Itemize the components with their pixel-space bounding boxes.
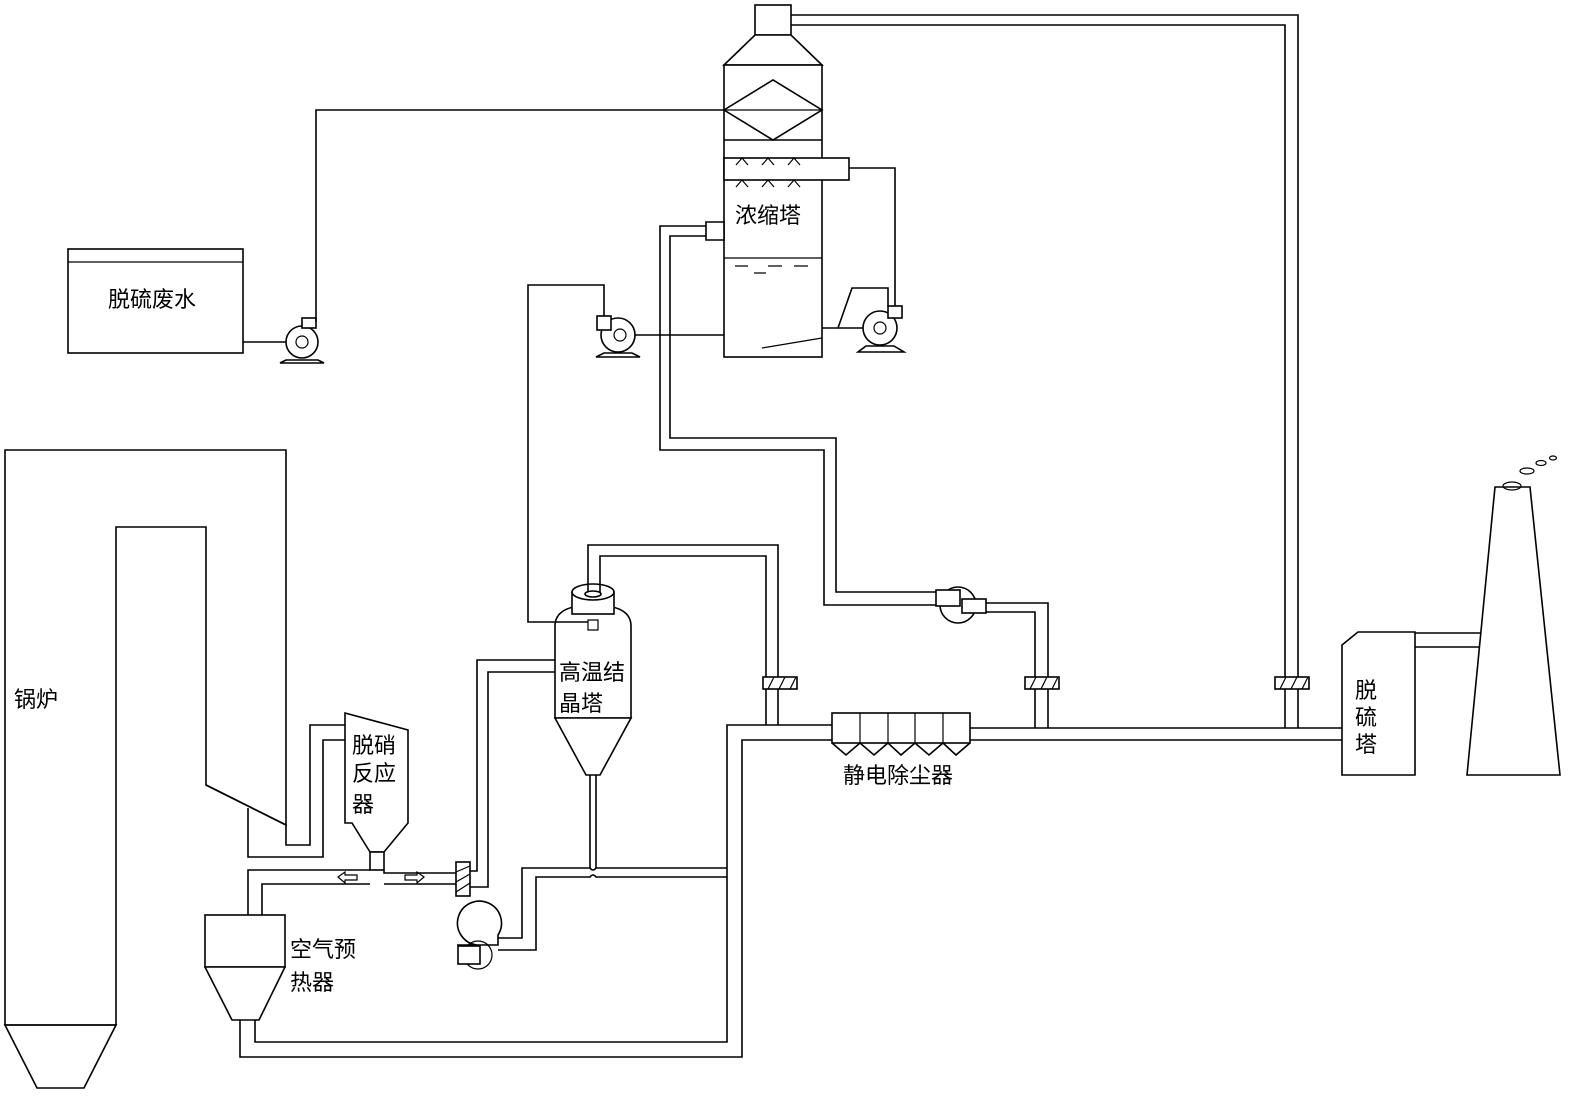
crystallizer-gas-inlet-inner — [470, 671, 555, 888]
booster-branch — [1034, 689, 1049, 728]
spray-nozzle-icon — [587, 619, 599, 631]
desulf-inlet — [1322, 727, 1342, 741]
denitration-label-1: 脱硝 — [352, 734, 396, 759]
reactor-outlet-duct — [247, 869, 456, 915]
tower-exhaust-outer — [791, 14, 1299, 677]
esp-inlet-branch — [765, 689, 779, 725]
chimney-stack — [1466, 455, 1561, 776]
crystallizer-gas-inlet-outer — [470, 659, 555, 872]
desulf-to-stack — [1415, 632, 1480, 648]
desulfurization-tower: 脱 硫 塔 — [1341, 631, 1416, 776]
crystallizer-top-outlet-outer — [587, 544, 779, 677]
tower-exhaust-inner — [791, 24, 1286, 677]
crystallizer-label-2: 晶塔 — [559, 692, 603, 717]
wastewater-label: 脱硫废水 — [108, 288, 196, 313]
denitration-label-2: 反应 — [352, 762, 396, 787]
crystallizer-bottom-pipe — [589, 775, 597, 868]
wastewater-discharge — [315, 109, 724, 322]
flow-arrow-right-icon — [404, 870, 425, 885]
circulation-suction-a — [822, 287, 889, 329]
hot-air-line-upper — [498, 867, 727, 939]
desulf-label-1: 脱 — [1355, 679, 1377, 704]
crystallizer-top-outlet-inner — [599, 555, 767, 677]
valve-tower-exhaust — [1274, 676, 1310, 690]
boiler-label: 锅炉 — [14, 688, 58, 713]
booster-fan — [935, 586, 987, 624]
valve-esp-inlet — [762, 676, 798, 690]
tower-exhaust-branch — [1284, 689, 1299, 728]
hot-air-line-lower — [498, 874, 727, 951]
concentration-tower: 浓缩塔 — [705, 4, 850, 358]
circulation-discharge — [849, 167, 896, 306]
transfer-discharge — [527, 284, 605, 623]
booster-fan-outlet-inner — [986, 611, 1036, 677]
tower-inlet-duct-outer — [659, 225, 940, 606]
booster-fan-outlet-outer — [986, 602, 1049, 677]
preheater-outlet-duct — [239, 724, 832, 1058]
bottom-fan — [456, 900, 503, 970]
crystallizer-label-1: 高温结 — [559, 661, 625, 686]
air-preheater: 空气预 热器 — [203, 914, 356, 1021]
wastewater-tank: 脱硫废水 — [67, 248, 244, 354]
esp-label: 静电除尘器 — [843, 764, 953, 789]
desulf-label-2: 硫 — [1355, 706, 1377, 731]
denitration-label-3: 器 — [352, 793, 374, 818]
boiler: 锅炉 — [3, 449, 287, 1089]
air-preheater-label-2: 热器 — [290, 971, 334, 996]
wastewater-pump — [279, 317, 325, 364]
flow-arrow-left-icon — [337, 870, 358, 885]
desulf-label-3: 塔 — [1355, 733, 1377, 758]
concentrator-label: 浓缩塔 — [735, 204, 801, 229]
tower-inlet-duct-inner — [669, 235, 940, 593]
air-preheater-label-1: 空气预 — [290, 938, 356, 963]
valve-booster-branch — [1024, 676, 1060, 690]
transfer-pump — [595, 315, 641, 358]
electrostatic-precipitator: 静电除尘器 — [831, 712, 971, 789]
denitration-reactor: 脱硝 反应 器 — [344, 711, 409, 871]
valve-crystallizer-inlet — [455, 861, 471, 897]
high-temp-crystallizer: 高温结 晶塔 — [553, 583, 633, 776]
boiler-outlet-duct — [205, 724, 345, 858]
circulation-pump — [855, 305, 907, 353]
